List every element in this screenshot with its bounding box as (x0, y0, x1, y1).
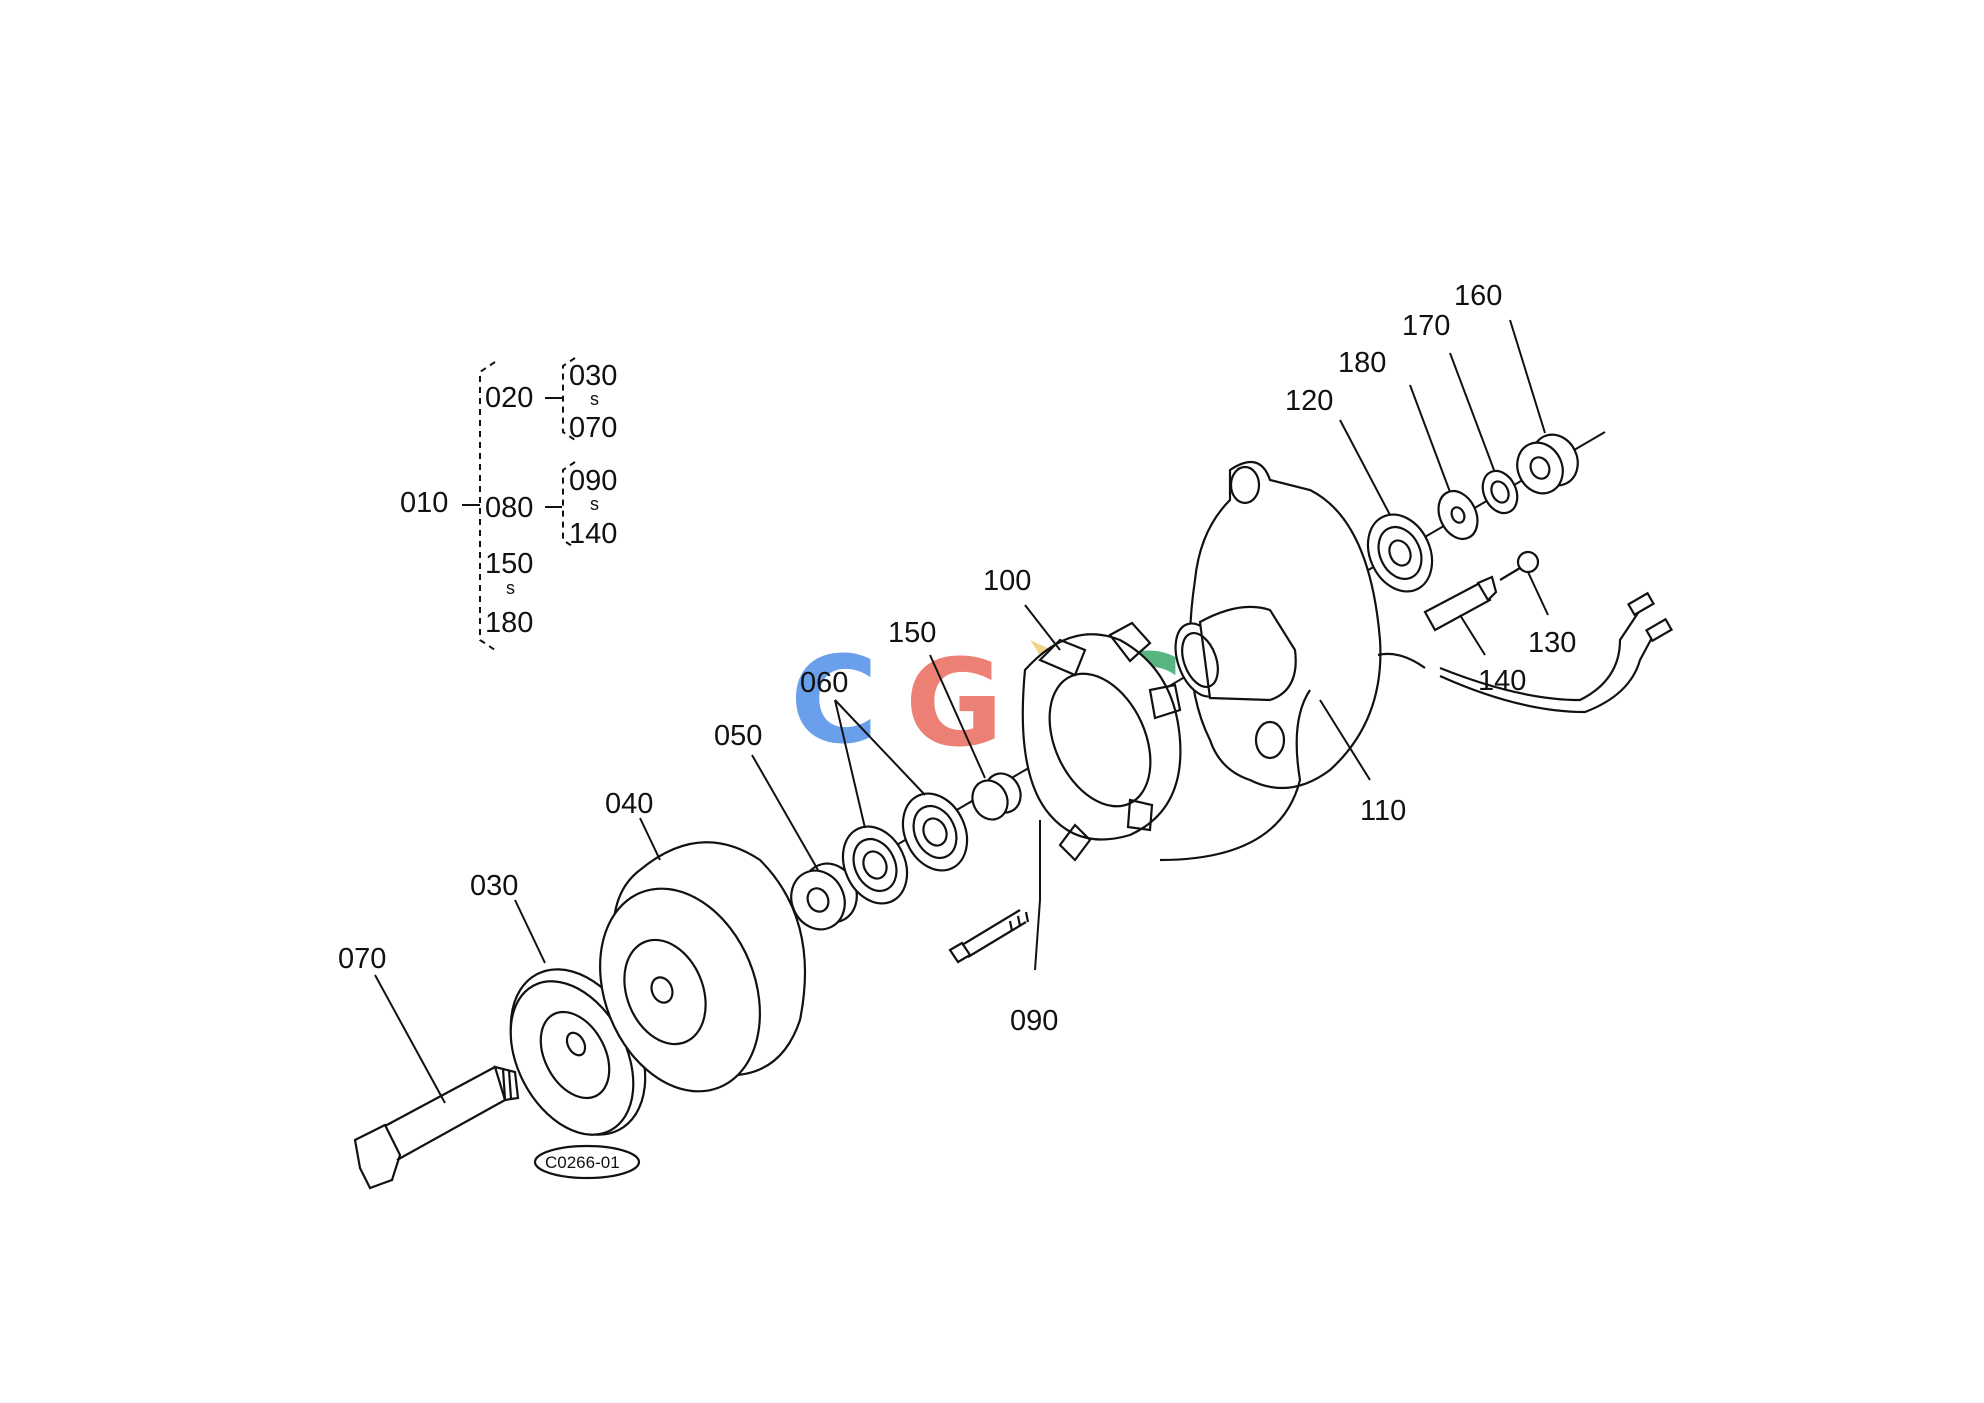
callout-110: 110 (1360, 795, 1406, 827)
callout-070: 070 (338, 943, 386, 975)
part-060-bearing (841, 825, 909, 905)
tree-range-mark: s (590, 389, 599, 409)
part-180-washer (1437, 489, 1479, 541)
tree-group-020: 020 (485, 382, 533, 414)
part-090-screw (948, 909, 1030, 964)
tree-root: 010 (400, 487, 448, 519)
svg-text:C: C (790, 632, 878, 771)
callout-labels: 070 030 040 050 060 150 100 090 110 120 … (338, 280, 1576, 1037)
part-130-screw (1499, 550, 1540, 581)
leader-lines (374, 319, 1549, 1104)
part-150-bushing (971, 772, 1022, 821)
callout-090: 090 (1010, 1005, 1058, 1037)
tree-range-mark: s (506, 578, 515, 598)
callout-050: 050 (714, 720, 762, 752)
parts-tree: 010 020 030 s 070 080 090 s 140 150 s 18… (400, 357, 617, 651)
part-100-stator (1021, 621, 1182, 862)
part-110-housing (1159, 460, 1426, 862)
callout-030: 030 (470, 870, 518, 902)
callout-140: 140 (1478, 665, 1526, 697)
part-050-spacer (790, 862, 858, 931)
part-140-connector (1423, 575, 1674, 714)
tree-range-to: 140 (569, 518, 617, 550)
reference-code: C0266-01 (545, 1153, 620, 1172)
callout-100: 100 (983, 565, 1031, 597)
callout-170: 170 (1402, 310, 1450, 342)
callout-120: 120 (1285, 385, 1333, 417)
tree-group-080: 080 (485, 492, 533, 524)
part-170-spring-washer (1481, 469, 1519, 515)
tree-sub-bracket (562, 357, 576, 441)
tree-sub-bracket (562, 461, 576, 549)
part-040-pulley (599, 841, 806, 1093)
part-060-bearing (901, 792, 969, 872)
callout-060: 060 (800, 667, 848, 699)
part-120-bearing (1366, 513, 1434, 593)
callout-150: 150 (888, 617, 936, 649)
tree-range-from: 090 (569, 465, 617, 497)
callout-180: 180 (1338, 347, 1386, 379)
tree-range-from: 030 (569, 360, 617, 392)
tree-range-to: 070 (569, 412, 617, 444)
callout-160: 160 (1454, 280, 1502, 312)
callout-130: 130 (1528, 627, 1576, 659)
reference-code-badge: C0266-01 (533, 1144, 641, 1180)
part-160-nut (1516, 433, 1579, 495)
tree-range-to: 180 (485, 607, 533, 639)
part-070-bolt (353, 1065, 520, 1190)
callout-040: 040 (605, 788, 653, 820)
svg-text:G: G (905, 635, 1004, 774)
tree-range-from: 150 (485, 548, 533, 580)
tree-range-mark: s (590, 494, 599, 514)
